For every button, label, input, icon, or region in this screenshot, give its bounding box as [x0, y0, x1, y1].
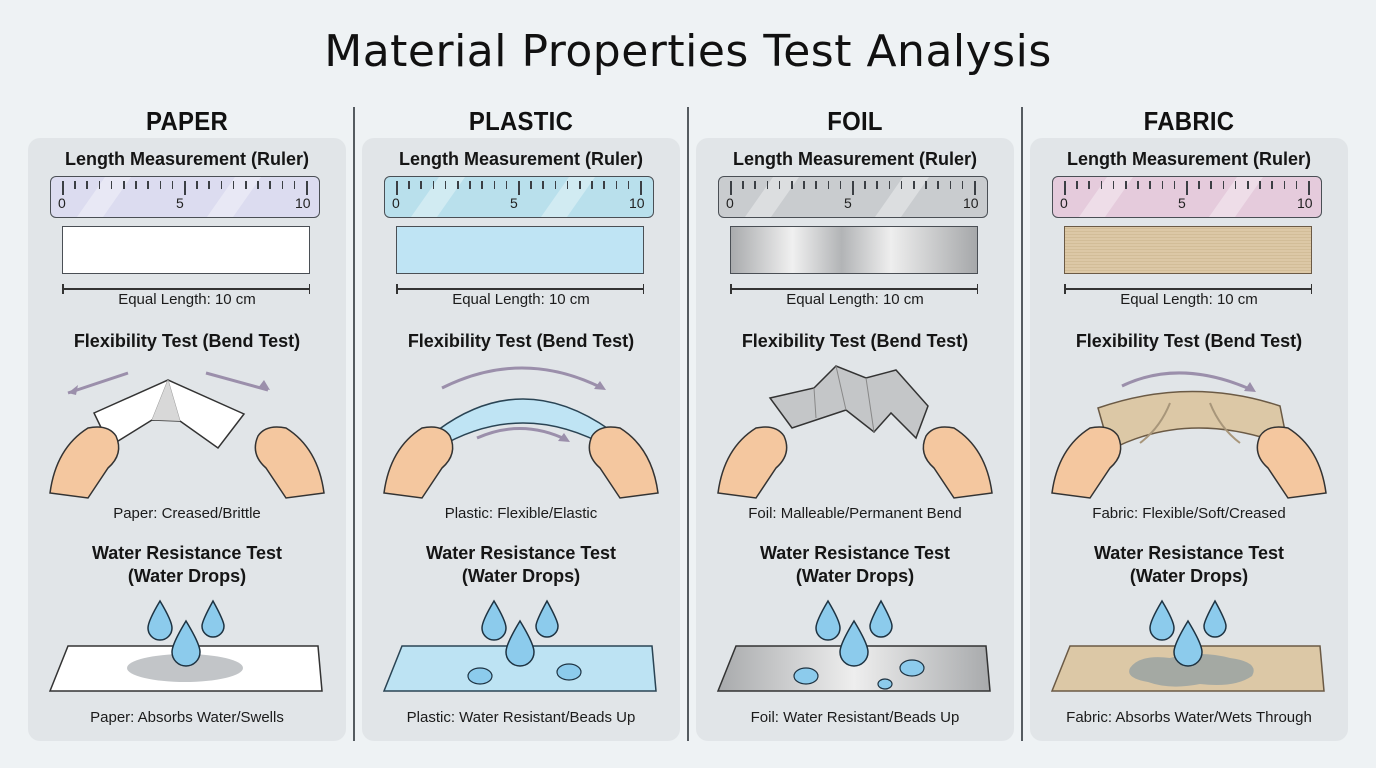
material-panel: Length Measurement (Ruler) 0 5 10 Equal Le…	[696, 138, 1014, 741]
paper-water-illustration	[48, 599, 323, 692]
plastic-bend-illustration	[383, 366, 659, 499]
material-column-paper: PAPER Length Measurement (Ruler) 0 5 10 Eq…	[28, 100, 346, 742]
length-section-title: Length Measurement (Ruler)	[732, 149, 978, 169]
ruler-label: 5	[510, 195, 518, 211]
ruler-label: 10	[629, 195, 645, 211]
water-section-title-2: (Water Drops)	[461, 566, 581, 586]
length-section-title: Length Measurement (Ruler)	[64, 149, 310, 169]
flex-result: Foil: Malleable/Permanent Bend	[748, 505, 962, 522]
ruler: 0 5 10	[50, 176, 320, 218]
water-section-title-1: Water Resistance Test	[91, 543, 283, 563]
ruler: 0 5 10	[718, 176, 988, 218]
material-panel: Length Measurement (Ruler) 0 5 10 Equal Le…	[1030, 138, 1348, 741]
foil-bend-illustration	[717, 365, 993, 499]
page-title: Material Properties Test Analysis	[324, 26, 1052, 77]
material-heading: PAPER	[145, 106, 229, 136]
water-section-title-1: Water Resistance Test	[759, 543, 951, 563]
length-caption: Equal Length: 10 cm	[452, 291, 590, 308]
water-section-title-2: (Water Drops)	[1129, 566, 1249, 586]
dimension-line	[62, 284, 310, 294]
dimension-line	[396, 284, 644, 294]
material-heading: FABRIC	[1143, 106, 1235, 136]
paper-sample-strip	[62, 226, 310, 274]
water-section-title-1: Water Resistance Test	[1093, 543, 1285, 563]
column-divider	[687, 107, 689, 741]
water-section-title-2: (Water Drops)	[795, 566, 915, 586]
material-heading: FOIL	[827, 106, 883, 136]
length-section-title: Length Measurement (Ruler)	[1066, 149, 1312, 169]
flex-section-title: Flexibility Test (Bend Test)	[741, 331, 969, 351]
ruler: 0 5 10	[384, 176, 654, 218]
foil-water-illustration	[716, 599, 991, 692]
dimension-line	[730, 284, 978, 294]
plastic-sample-strip	[396, 226, 644, 274]
water-result: Fabric: Absorbs Water/Wets Through	[1066, 709, 1312, 726]
plastic-water-illustration	[382, 599, 657, 692]
material-column-foil: FOIL Length Measurement (Ruler) 0 5 10 Equ…	[696, 100, 1014, 742]
water-result: Foil: Water Resistant/Beads Up	[750, 709, 960, 726]
water-result: Paper: Absorbs Water/Swells	[90, 709, 284, 726]
ruler-label: 0	[392, 195, 400, 211]
ruler-label: 5	[1178, 195, 1186, 211]
ruler-label: 10	[963, 195, 979, 211]
material-heading: PLASTIC	[468, 106, 574, 136]
flex-section-title: Flexibility Test (Bend Test)	[1075, 331, 1303, 351]
material-column-plastic: PLASTIC Length Measurement (Ruler) 0 5 10 …	[362, 100, 680, 742]
fabric-water-illustration	[1050, 599, 1325, 692]
ruler-label: 5	[176, 195, 184, 211]
ruler-label: 5	[844, 195, 852, 211]
fabric-bend-illustration	[1051, 371, 1327, 499]
foil-sample-strip	[730, 226, 978, 274]
paper-bend-illustration	[49, 371, 325, 499]
length-section-title: Length Measurement (Ruler)	[398, 149, 644, 169]
ruler-label: 10	[295, 195, 311, 211]
material-column-fabric: FABRIC Length Measurement (Ruler) 0 5 10 E…	[1030, 100, 1348, 742]
ruler-label: 0	[1060, 195, 1068, 211]
water-section-title-1: Water Resistance Test	[425, 543, 617, 563]
fabric-sample-strip	[1064, 226, 1312, 274]
water-result: Plastic: Water Resistant/Beads Up	[406, 709, 636, 726]
length-caption: Equal Length: 10 cm	[118, 291, 256, 308]
flex-result: Plastic: Flexible/Elastic	[444, 505, 598, 522]
flex-result: Paper: Creased/Brittle	[113, 505, 261, 522]
ruler-label: 0	[726, 195, 734, 211]
ruler-label: 10	[1297, 195, 1313, 211]
flex-section-title: Flexibility Test (Bend Test)	[73, 331, 301, 351]
ruler: 0 5 10	[1052, 176, 1322, 218]
material-panel: Length Measurement (Ruler) 0 5 10 Equal Le…	[28, 138, 346, 741]
material-panel: Length Measurement (Ruler) 0 5 10 Equal Le…	[362, 138, 680, 741]
column-divider	[1021, 107, 1023, 741]
flex-result: Fabric: Flexible/Soft/Creased	[1092, 505, 1286, 522]
ruler-label: 0	[58, 195, 66, 211]
length-caption: Equal Length: 10 cm	[1120, 291, 1258, 308]
dimension-line	[1064, 284, 1312, 294]
water-section-title-2: (Water Drops)	[127, 566, 247, 586]
flex-section-title: Flexibility Test (Bend Test)	[407, 331, 635, 351]
column-divider	[353, 107, 355, 741]
length-caption: Equal Length: 10 cm	[786, 291, 924, 308]
